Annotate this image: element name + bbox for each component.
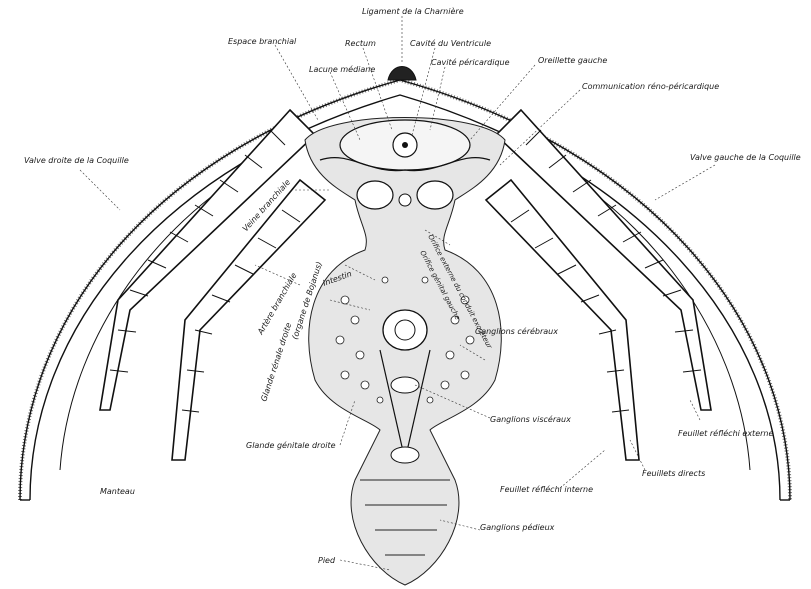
right-gills [486,110,711,460]
right-auricle [417,181,453,209]
visceral-mass [305,118,505,586]
label-manteau: Manteau [100,487,135,496]
label-lacune-mediane: Lacune médiane [309,64,375,74]
label-ligament: Ligament de la Charnière [362,6,464,16]
label-valve-droite: Valve droite de la Coquille [24,156,129,165]
label-cavite-ventricule: Cavité du Ventricule [410,38,491,48]
label-feuillet-reflechi-externe: Feuillet réfléchi externe [678,428,773,438]
label-rectum: Rectum [345,39,376,48]
label-ganglions-visceraux: Ganglions viscéraux [490,414,571,424]
label-oreillette-gauche: Oreillette gauche [538,56,607,65]
label-valve-gauche: Valve gauche de la Coquille [690,153,801,162]
hinge-ligament [388,67,416,81]
label-cavite-pericardique: Cavité péricardique [431,57,510,67]
left-auricle [357,181,393,209]
label-ganglions-pedieux: Ganglions pédieux [480,522,555,532]
label-ganglions-cerebraux: Ganglions cérébraux [475,326,558,336]
label-pied: Pied [318,556,336,565]
label-feuillet-reflechi-interne: Feuillet réfléchi interne [500,484,593,494]
label-feuillets-directs: Feuillets directs [642,469,705,478]
label-communication: Communication réno-péricardique [582,81,719,91]
label-espace-branchial: Espace branchial [228,37,297,46]
label-glande-genitale: Glande génitale droite [246,440,336,450]
